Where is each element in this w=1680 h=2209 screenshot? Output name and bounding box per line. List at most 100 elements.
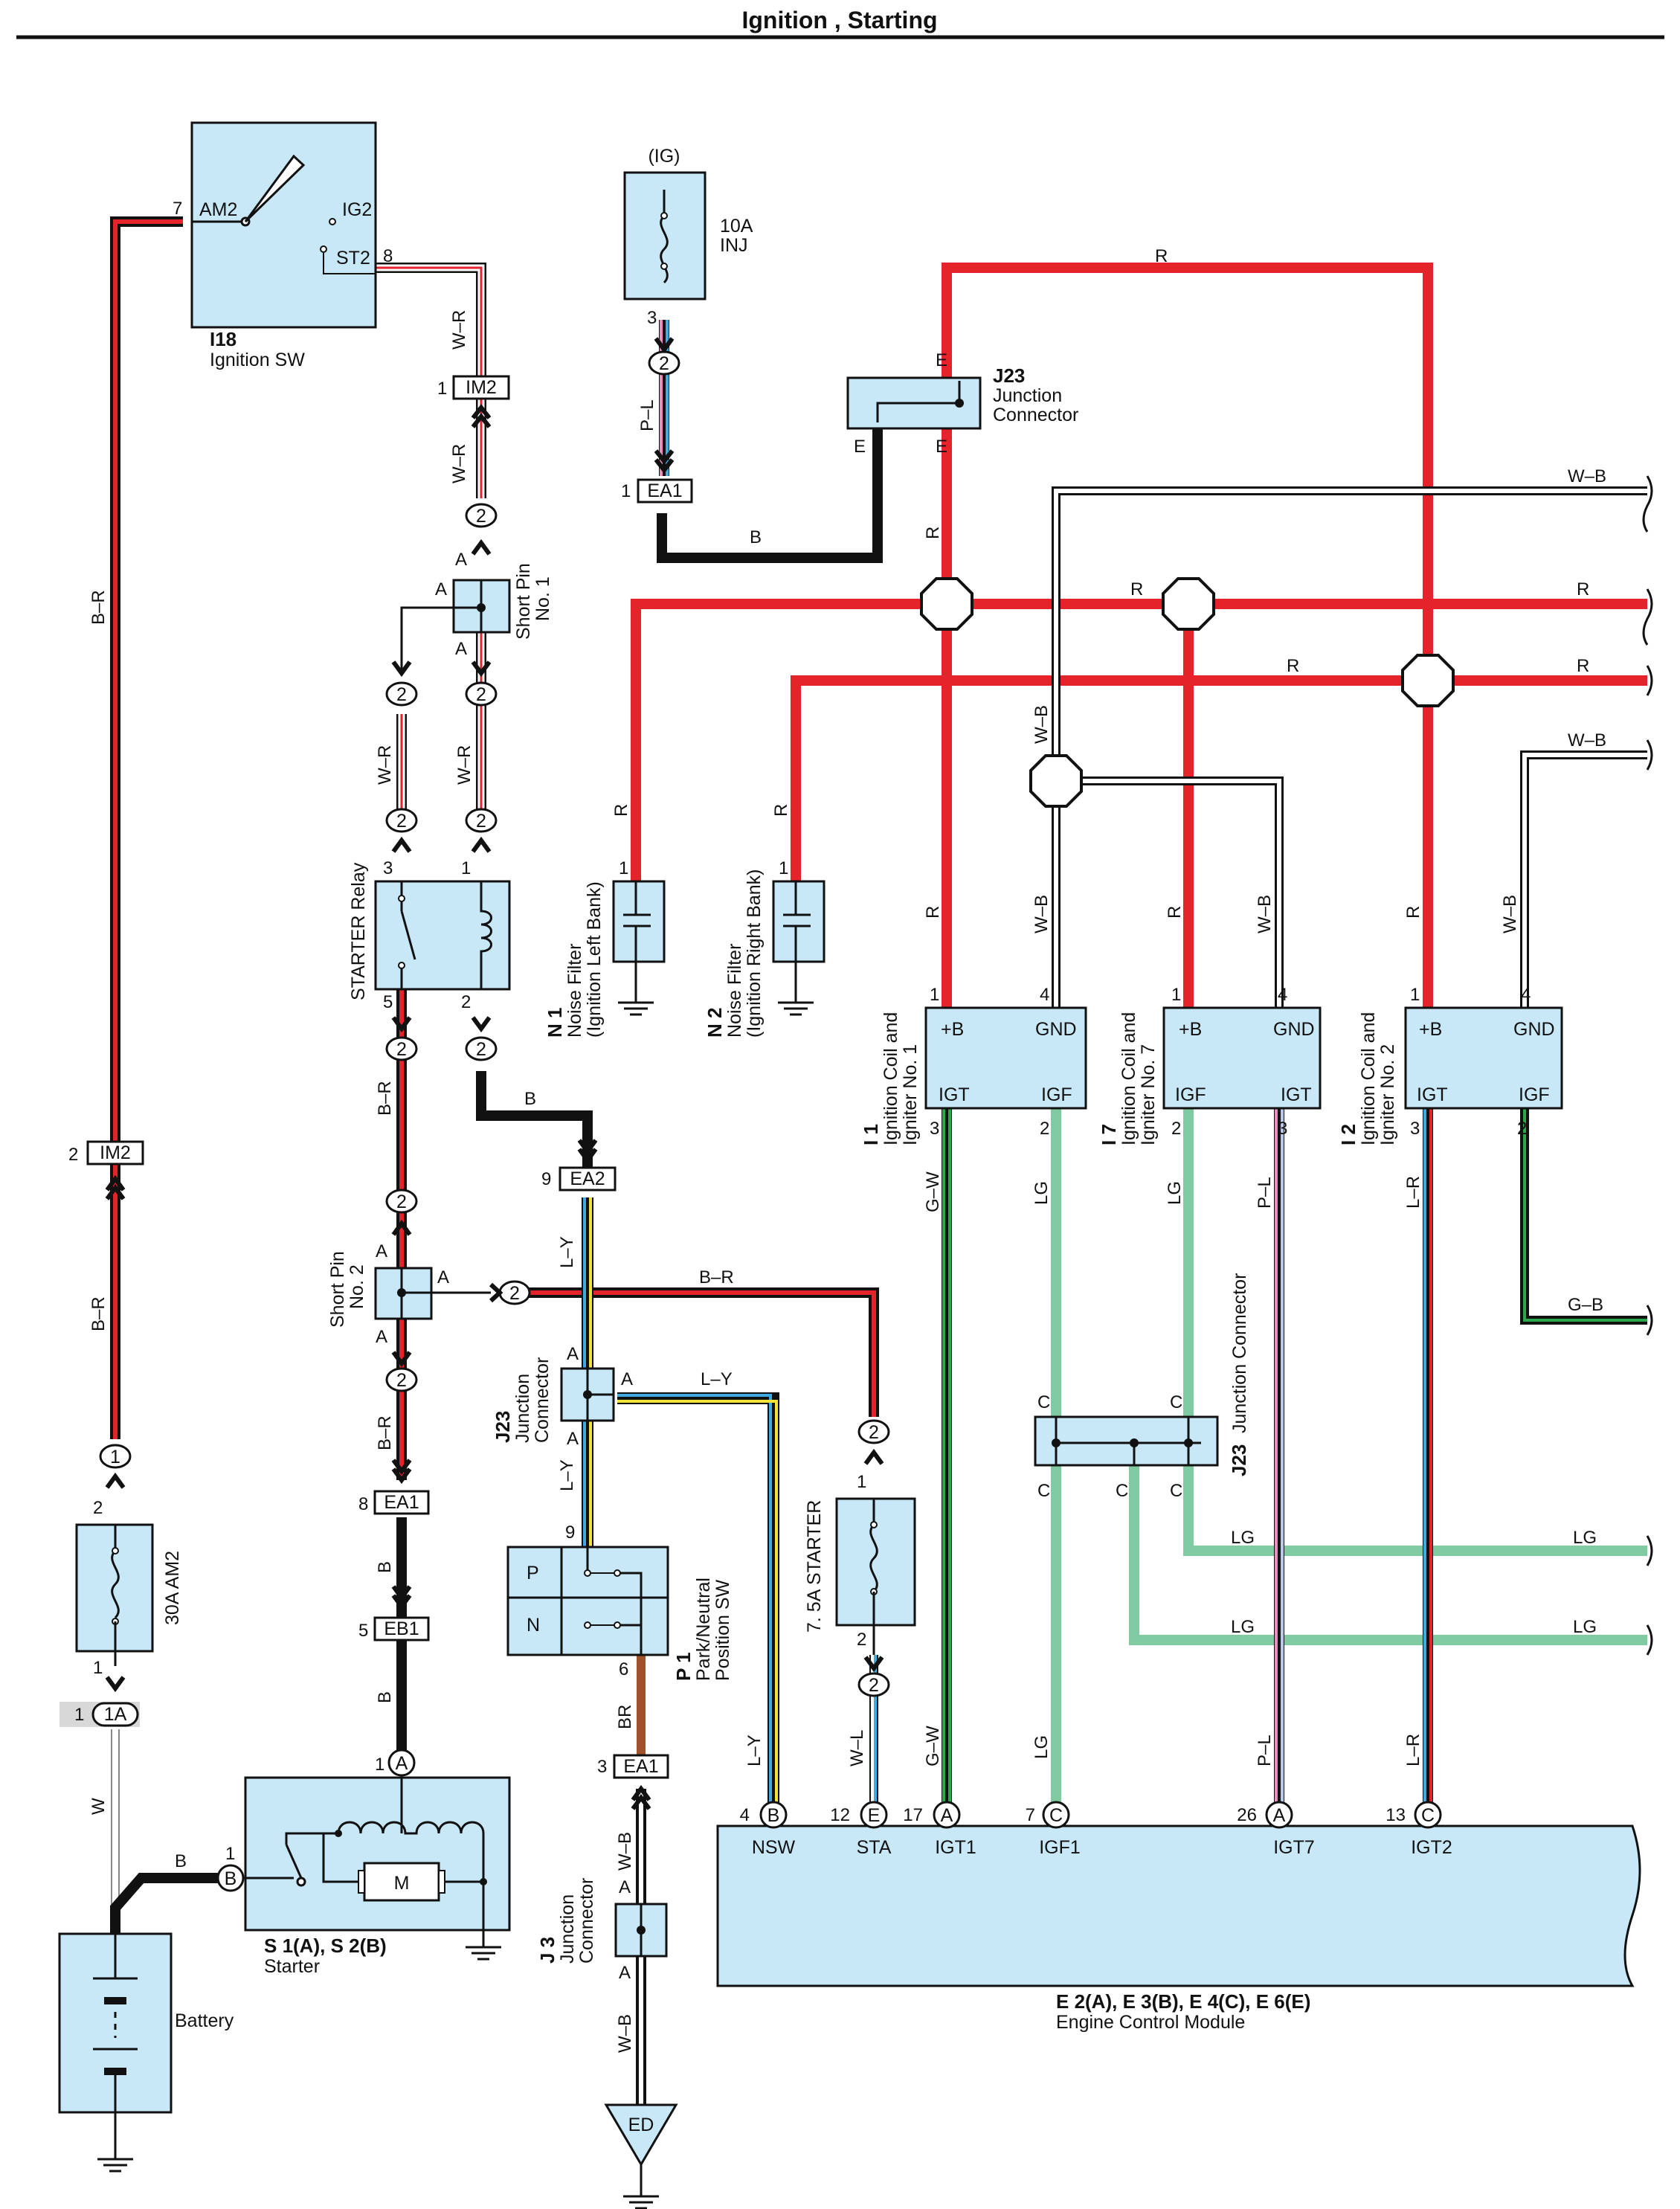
svg-text:W–B: W–B [615, 1832, 635, 1871]
svg-text:R: R [771, 804, 791, 817]
svg-text:2: 2 [1171, 1119, 1181, 1139]
svg-text:2: 2 [659, 353, 669, 374]
j23-right-pin-3: C [1037, 1481, 1050, 1501]
svg-text:B–R: B–R [88, 1296, 109, 1331]
svg-text:GND: GND [1035, 1019, 1077, 1040]
svg-text:C: C [1421, 1805, 1435, 1826]
svg-text:P–L: P–L [1255, 1734, 1275, 1766]
starter-terminal-a: A [387, 1749, 416, 1777]
short-pin2-pin-top: A [376, 1241, 387, 1261]
j23-mid-pin-right: A [621, 1369, 633, 1389]
ignition-coil-7: +B GND IGF IGT 1 4 2 3 [1162, 985, 1322, 1139]
short-pin1-branch [400, 606, 454, 669]
j3-name1: Junction [557, 1894, 578, 1964]
fuse-starter [835, 1497, 916, 1655]
starter: M [244, 1776, 511, 1961]
short-pin1-name1: Short Pin [513, 563, 534, 640]
ecm-terminal-igf1: C 7 IGF1 [1026, 1801, 1081, 1858]
svg-text:IM2: IM2 [466, 377, 497, 398]
fuse-inj [623, 171, 707, 300]
j3-id: J 3 [536, 1937, 559, 1964]
svg-text:W: W [88, 1798, 109, 1815]
connector-im2-left: IM2 [86, 1140, 144, 1165]
wire-b-battery-starter [110, 1873, 227, 1934]
svg-text:N: N [527, 1615, 540, 1636]
svg-text:IGT7: IGT7 [1273, 1837, 1315, 1858]
svg-text:BR: BR [615, 1705, 635, 1729]
pin-no-8: 8 [383, 246, 393, 266]
svg-text:B–R: B–R [375, 1081, 395, 1116]
coil7-id: I 7 [1098, 1124, 1120, 1145]
starter-pin1-a: 1 [375, 1755, 384, 1775]
coil2-name2: Igniter No. 2 [1377, 1044, 1398, 1145]
j23-mid-name1: Junction [512, 1374, 533, 1443]
wire-labels: W–R W–R B–R B–R W–R W–R B–R B–R B B B B … [88, 246, 1606, 2053]
svg-text:W–B: W–B [1255, 895, 1275, 933]
nf-left-pin: 1 [619, 858, 628, 878]
ecm-terminal-igt2: C 13 IGT2 [1385, 1801, 1452, 1858]
connector-ea1-top: EA1 [637, 478, 693, 504]
svg-text:2: 2 [396, 1370, 407, 1391]
relay-pin-2: 2 [461, 992, 471, 1012]
svg-text:W–B: W–B [1568, 466, 1606, 486]
svg-text:26: 26 [1237, 1805, 1257, 1825]
svg-text:GND: GND [1513, 1019, 1555, 1040]
starter-terminal-b: B [216, 1864, 245, 1892]
j23-top-pin-3: E [936, 437, 947, 457]
starter-relay-name: STARTER Relay [348, 862, 369, 1000]
svg-text:LG: LG [1573, 1617, 1597, 1637]
svg-text:A: A [941, 1805, 953, 1826]
im2-left-pin: 2 [68, 1145, 78, 1165]
relay-pin-3: 3 [383, 858, 393, 878]
fuse-starter-pin2: 2 [857, 1630, 866, 1650]
svg-text:IGF: IGF [1175, 1084, 1206, 1105]
svg-text:2: 2 [1517, 1119, 1527, 1139]
wire-arrows [105, 337, 884, 1810]
svg-text:EA1: EA1 [623, 1756, 658, 1777]
svg-text:7: 7 [1026, 1805, 1035, 1825]
svg-text:W–B: W–B [1568, 730, 1606, 750]
coil2-name1: Ignition Coil and [1358, 1012, 1379, 1145]
wire-p-l-igt7 [1274, 1108, 1284, 1807]
svg-text:W–B: W–B [1032, 705, 1052, 744]
svg-text:2: 2 [476, 811, 486, 832]
svg-text:EA1: EA1 [647, 480, 682, 501]
svg-text:IGF1: IGF1 [1039, 1837, 1081, 1858]
j23-mid-connector [560, 1367, 615, 1422]
ignition-coil-2: +B GND IGT IGF 1 4 3 2 [1404, 985, 1563, 1139]
j23-top-name2: Connector [993, 405, 1078, 425]
splice-r-1 [920, 577, 973, 631]
short-pin2-pin-bottom: A [376, 1327, 387, 1347]
svg-text:W–B: W–B [1500, 895, 1520, 933]
svg-text:R: R [1577, 579, 1589, 599]
svg-text:R: R [1403, 906, 1423, 919]
noise-filter-right [772, 880, 825, 1016]
svg-text:B: B [375, 1691, 395, 1703]
connector-ea1-bottom: EA1 [613, 1754, 669, 1779]
j23-top-pin-1: E [936, 350, 947, 370]
svg-text:C: C [1049, 1805, 1063, 1826]
ignition-coil-1: +B GND IGT IGF 1 4 3 2 [924, 985, 1087, 1139]
coil1-id: I 1 [860, 1124, 882, 1145]
svg-text:A: A [396, 1753, 408, 1774]
svg-text:R: R [1287, 656, 1299, 676]
svg-text:R: R [611, 804, 631, 817]
ignition-switch: AM2 IG2 ST2 7 8 [173, 121, 393, 329]
svg-text:2: 2 [1040, 1119, 1049, 1139]
connector-1a: 1A [91, 1702, 139, 1727]
fuse-inj-rating: 10A [720, 216, 753, 237]
svg-text:W–R: W–R [449, 444, 469, 483]
svg-text:IGT2: IGT2 [1411, 1837, 1452, 1858]
j3-name2: Connector [576, 1878, 597, 1964]
svg-text:IM2: IM2 [100, 1142, 131, 1163]
svg-text:4: 4 [1278, 985, 1287, 1005]
ignition-sw-name: Ignition SW [210, 350, 305, 370]
wire-g-b [1520, 1108, 1647, 1325]
eb1-pin: 5 [358, 1621, 368, 1641]
fuse-am2 [75, 1523, 154, 1666]
svg-text:R: R [923, 906, 943, 919]
wire-l-r-igt2 [1423, 1108, 1433, 1807]
svg-text:LG: LG [1573, 1528, 1597, 1548]
nf-right-name1: Noise Filter [724, 944, 745, 1038]
svg-text:E: E [868, 1805, 881, 1826]
